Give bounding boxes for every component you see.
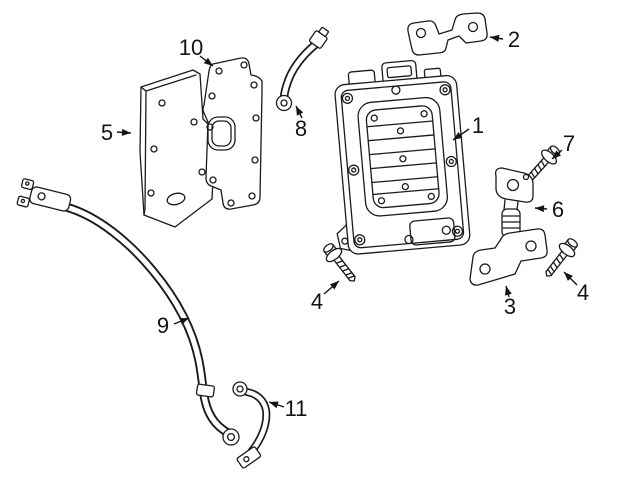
part-8-jumper-cable (275, 26, 329, 112)
part-9-battery-cable (16, 178, 240, 446)
callout-10: 10 (179, 35, 214, 67)
callout-6-label: 6 (552, 197, 564, 222)
callout-10-arrow (203, 57, 213, 66)
part-1-inverter-assembly (334, 59, 471, 255)
part-5-side-bracket-panel (139, 69, 215, 228)
callout-4-right: 4 (563, 271, 589, 305)
callout-8: 8 (295, 105, 307, 141)
callout-6: 6 (534, 197, 564, 222)
callout-2-label: 2 (508, 27, 520, 52)
part-10-cover-gasket (202, 57, 263, 210)
callout-9-label: 9 (157, 313, 169, 338)
callout-11-label: 11 (285, 396, 308, 421)
callout-10-label: 10 (179, 35, 203, 60)
callout-1-arrow (453, 132, 463, 140)
callout-5: 5 (101, 120, 132, 145)
callout-11: 11 (268, 396, 308, 421)
callout-1-label: 1 (472, 113, 484, 138)
callout-6-arrow (535, 205, 545, 213)
callout-9-arrow (179, 318, 189, 325)
callout-7-arrow (552, 150, 562, 159)
part-3-lower-bracket (469, 228, 548, 286)
part-6-stud-grommet (494, 167, 534, 238)
callout-9: 9 (157, 313, 190, 338)
callout-1: 1 (452, 113, 484, 141)
callout-5-arrow (121, 128, 131, 136)
callout-11-arrow (269, 401, 279, 409)
part-11-ground-cable (232, 381, 271, 469)
callout-2: 2 (489, 27, 520, 52)
callout-3-arrow (504, 286, 512, 296)
callout-4-right-arrow (564, 272, 573, 281)
callout-3-label: 3 (504, 294, 516, 319)
callout-8-label: 8 (295, 116, 307, 141)
callout-7: 7 (551, 131, 575, 160)
callout-4-right-label: 4 (577, 280, 589, 305)
callout-3: 3 (504, 285, 516, 319)
callout-8-arrow (296, 106, 304, 116)
callout-4-left: 4 (311, 280, 340, 314)
callout-7-label: 7 (563, 131, 575, 156)
part-2-upper-bracket (407, 12, 488, 56)
callout-4-left-arrow (329, 281, 339, 290)
callout-2-arrow (490, 34, 500, 42)
callout-5-label: 5 (101, 120, 113, 145)
callout-4-left-label: 4 (311, 289, 323, 314)
